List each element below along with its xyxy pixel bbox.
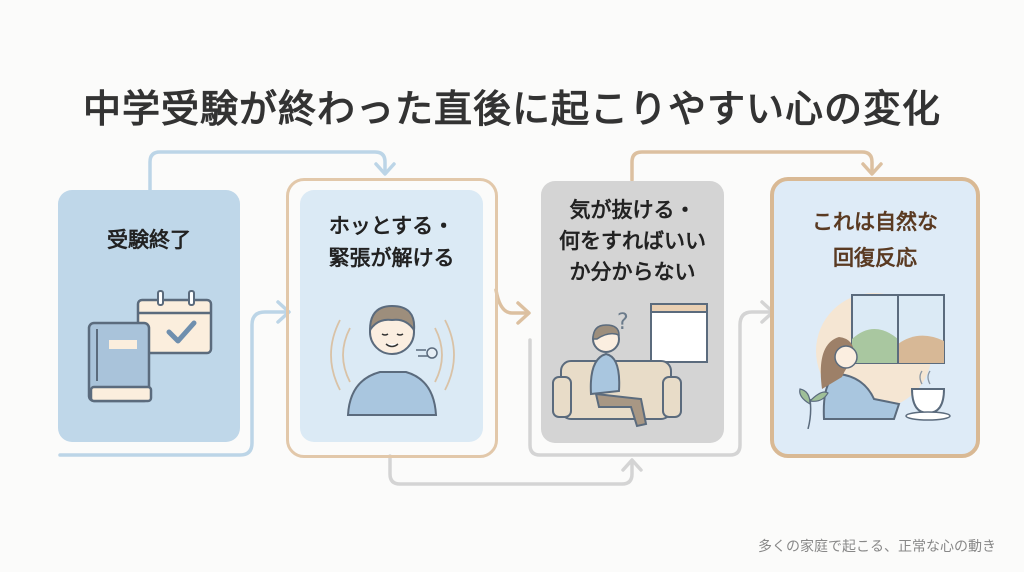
arrowhead-blue-top xyxy=(374,162,396,176)
step-label-line2: 回復反応 xyxy=(833,246,917,270)
footer-note: 多くの家庭で起こる、正常な心の動き xyxy=(758,539,996,555)
relaxing-woman-tea-icon xyxy=(799,293,951,429)
confused-person-on-sofa-icon: ? xyxy=(552,303,708,428)
step-card-exam-finished: 受験終了 xyxy=(58,190,240,442)
step-label-line2: 緊張が解ける xyxy=(328,246,455,270)
step-label: 受験終了 xyxy=(107,228,191,252)
arrow-blue-top xyxy=(148,150,387,192)
step-card-relief-frame xyxy=(286,178,498,458)
step-label-line1: これは自然な xyxy=(812,210,938,234)
arrowhead-blue-bottom xyxy=(276,300,291,324)
arrow-blue-bottom xyxy=(58,310,290,457)
page-title: 中学受験が終わった直後に起こりやすい心の変化 xyxy=(82,87,941,131)
step-card-natural-recovery: これは自然な 回復反応 xyxy=(770,177,980,458)
arrow-tan-top xyxy=(630,150,874,182)
book-calendar-check-icon xyxy=(87,290,213,403)
arrow-gray-bottom xyxy=(388,454,634,486)
svg-text:?: ? xyxy=(617,310,629,335)
arrowhead-tan-top xyxy=(861,162,883,176)
step-card-confused: 気が抜ける・ 何をすればいい か分からない ? xyxy=(541,181,724,443)
step-label-line2: 何をすればいい xyxy=(559,229,706,253)
arrow-gray-right xyxy=(528,310,774,457)
step-label-line1: 気が抜ける・ xyxy=(569,198,696,222)
step-label-line3: か分からない xyxy=(569,260,696,284)
step-label-line1: ホッとする・ xyxy=(328,214,455,238)
relieved-person-icon xyxy=(330,304,455,416)
arrowhead-tan-mid xyxy=(516,301,531,325)
step-card-relief: ホッとする・ 緊張が解ける xyxy=(300,190,483,442)
arrowhead-gray-bottom xyxy=(621,458,643,472)
